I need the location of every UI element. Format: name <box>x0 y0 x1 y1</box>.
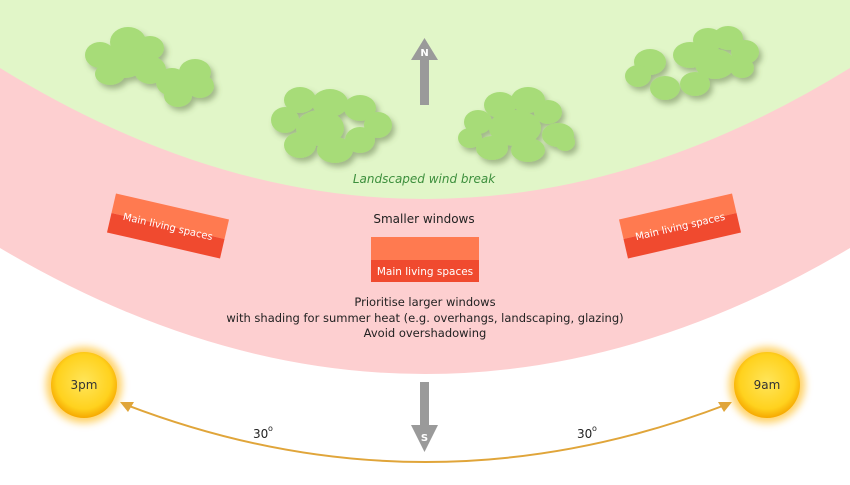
sun-left-icon <box>51 352 117 418</box>
south-text-line-2: with shading for summer heat (e.g. overh… <box>226 311 623 325</box>
wind-break-label: Landscaped wind break <box>353 172 496 186</box>
tree-cluster-4 <box>625 26 759 100</box>
angle-left: 30 o <box>253 424 273 441</box>
south-arrow: S <box>411 382 438 452</box>
sun-path-arc <box>123 403 729 463</box>
angle-right-value: 30 <box>577 427 592 441</box>
tree-cluster-2 <box>271 87 392 163</box>
angle-left-value: 30 <box>253 427 268 441</box>
north-label: N <box>420 48 428 59</box>
sun-left: 3pm <box>46 347 122 423</box>
room-center-label: Main living spaces <box>377 266 473 278</box>
south-text-line-3: Avoid overshadowing <box>364 326 487 340</box>
room-left: Main living spaces <box>106 193 230 259</box>
angle-right: 30 o <box>577 424 597 441</box>
sun-path-arrowhead-left <box>120 402 134 412</box>
tree-cluster-1 <box>85 27 214 107</box>
north-arrow: N <box>411 38 438 105</box>
angle-right-degree: o <box>592 424 597 433</box>
tree-cluster-3 <box>458 87 575 162</box>
north-side-text: Smaller windows <box>373 212 474 226</box>
south-label: S <box>421 433 428 444</box>
room-center: Main living spaces <box>371 237 479 282</box>
room-right: Main living spaces <box>618 193 742 259</box>
sun-path-arrowhead-right <box>718 402 732 412</box>
sun-left-label: 3pm <box>71 378 98 392</box>
sun-right-icon <box>734 352 800 418</box>
angle-left-degree: o <box>268 424 273 433</box>
sun-right-label: 9am <box>754 378 781 392</box>
south-text-line-1: Prioritise larger windows <box>354 295 495 309</box>
sun-right: 9am <box>729 347 805 423</box>
